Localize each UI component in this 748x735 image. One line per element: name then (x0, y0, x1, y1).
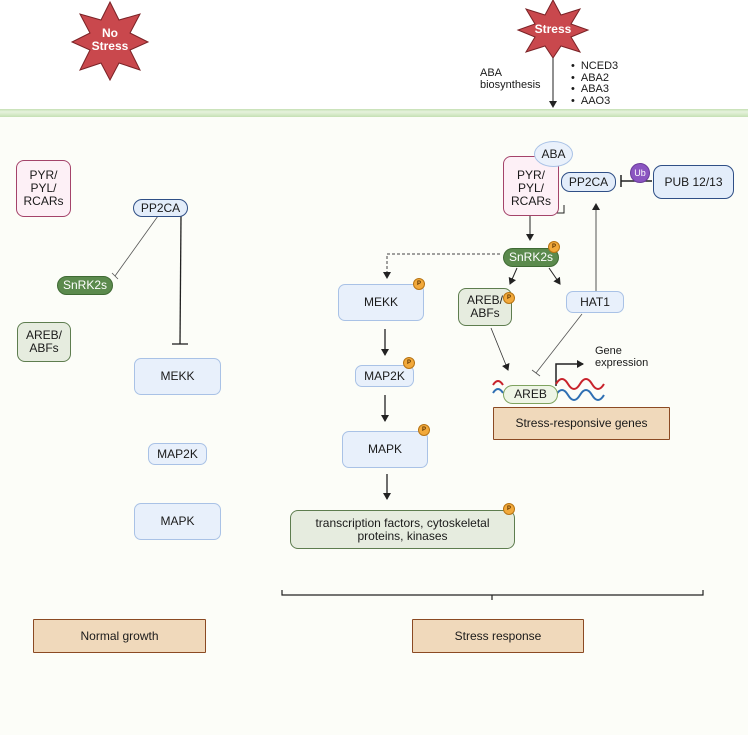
no-stress-star-icon (70, 0, 150, 82)
areb-bound-box: AREB (503, 385, 558, 404)
mapk-box-stress: MAPK (342, 431, 428, 468)
snrk2s-to-areb-arrow (508, 267, 518, 285)
pub-12-13-box: PUB 12/13 (653, 165, 734, 199)
phospho-badge: P (418, 424, 430, 436)
normal-growth-box: Normal growth (33, 619, 206, 653)
areb-abfs-box-no-stress: AREB/ ABFs (17, 322, 71, 362)
targets-box: transcription factors, cytoskeletal prot… (290, 510, 515, 549)
hat1-inhibits-areb (535, 313, 583, 374)
mapk-box-no-stress: MAPK (134, 503, 221, 540)
gene-expression-arrow (555, 360, 584, 386)
aba-ellipse: ABA (534, 141, 573, 167)
snrk2s-to-hat1-arrow (548, 267, 561, 285)
hat1-box: HAT1 (566, 291, 624, 313)
plasma-membrane (0, 109, 748, 117)
pp2ca-inhibits-mekk (179, 215, 182, 345)
gene-item: NCED3 (571, 60, 618, 73)
inhibit-bar (531, 369, 541, 377)
mekk-box-stress: MEKK (338, 284, 424, 321)
stress-label: Stress (534, 22, 572, 36)
snrk2s-box-no-stress: SnRK2s (57, 276, 113, 295)
mekk-box-no-stress: MEKK (134, 358, 221, 395)
ubiquitin-badge: Ub (630, 163, 650, 183)
stress-responsive-genes-box: Stress-responsive genes (493, 407, 670, 440)
snrk2s-to-mekk-arrow (383, 253, 500, 279)
receptor-box-no-stress: PYR/ PYL/ RCARs (16, 160, 71, 217)
stress-response-box: Stress response (412, 619, 584, 653)
gene-item: ABA2 (571, 72, 618, 85)
abfs-to-areb-arrow (490, 327, 510, 371)
pp2ca-inhibits-snrk2s (114, 215, 159, 277)
aba-biosynthesis-label: ABA biosynthesis (480, 67, 541, 91)
snrk2s-box-stress: SnRK2s (503, 248, 559, 267)
pp2ca-box-no-stress: PP2CA (133, 199, 188, 217)
map2k-box-no-stress: MAP2K (148, 443, 207, 465)
gene-item: ABA3 (571, 83, 618, 96)
gene-item: AAO3 (571, 95, 618, 108)
receptor-binds-pp2ca (557, 205, 565, 214)
stress-response-bracket (281, 590, 704, 600)
phospho-badge: P (503, 292, 515, 304)
no-stress-label: No Stress (91, 26, 129, 53)
phospho-badge: P (413, 278, 425, 290)
phospho-badge: P (403, 357, 415, 369)
gene-expression-label: Gene expression (595, 345, 649, 369)
phospho-badge: P (548, 241, 560, 253)
inhibit-bar (111, 272, 119, 280)
phospho-badge: P (503, 503, 515, 515)
areb-abfs-box-stress: AREB/ ABFs (458, 288, 512, 326)
pp2ca-box-stress: PP2CA (561, 172, 616, 192)
dna-helix-icon (492, 378, 605, 401)
map2k-box-stress: MAP2K (355, 365, 414, 387)
biosynthesis-gene-list: NCED3 ABA2 ABA3 AAO3 (571, 60, 618, 108)
